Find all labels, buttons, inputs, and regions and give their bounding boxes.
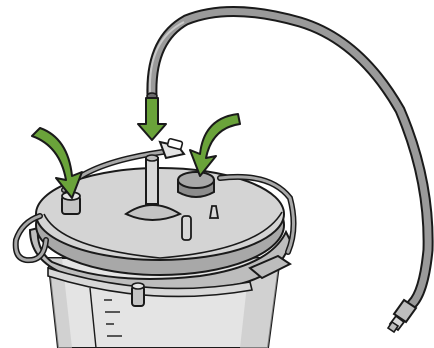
tubing-connector xyxy=(388,300,416,332)
right-curved-arrow-icon xyxy=(190,114,240,176)
center-straight-arrow-icon xyxy=(138,98,166,140)
tethered-plug xyxy=(160,138,184,158)
right-cap-port xyxy=(178,172,214,197)
side-knob xyxy=(132,283,144,306)
